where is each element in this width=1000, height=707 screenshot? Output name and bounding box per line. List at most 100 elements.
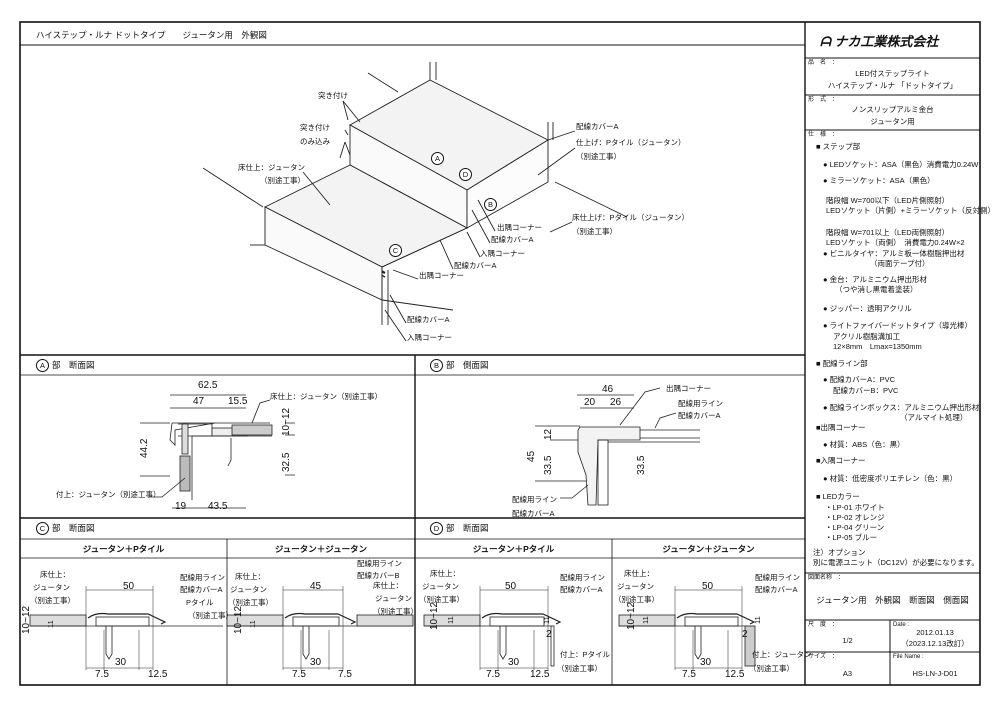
dim: 12.5	[725, 669, 745, 680]
label-line: 配線用ライン	[678, 399, 723, 408]
dim: 50	[123, 581, 135, 592]
dim: 7.5	[682, 669, 696, 680]
label-line: 配線用ライン	[180, 573, 225, 582]
label-riser: 付上：ジュータン（別途工事）	[56, 490, 161, 499]
label-floor: 床仕上：ジュータン（別途工事）	[270, 392, 382, 401]
spec-line: （アルマイト処理）	[900, 413, 968, 422]
dim: 62.5	[198, 380, 218, 391]
size-value: A3	[842, 669, 853, 678]
spec-line: 別に電源ユニット（DC12V）が必要になります。	[813, 558, 979, 567]
spec-line: ● ジッパー：透明アクリル	[823, 304, 912, 313]
type-value: ノンスリップアルミ金台	[851, 105, 934, 114]
dim: 11	[46, 620, 55, 628]
dimension-lines	[282, 586, 344, 670]
section-b-marker: B	[430, 359, 443, 372]
dim: 47	[193, 396, 205, 407]
label-floor: 床仕上：	[40, 570, 70, 579]
label-floor-finish: 床仕上：ジュータン	[238, 163, 305, 172]
spec-line: ● 材質：低密度ポリエチレン（色：黒）	[823, 474, 958, 483]
label-tuck: のみ込み	[300, 137, 330, 146]
label-finish: 付上：Pタイル	[560, 650, 611, 659]
label-cover: 配線カバーA	[678, 411, 721, 420]
spec-line: （両面テープ付）	[870, 259, 930, 268]
screw	[105, 626, 113, 660]
label-floor: 床仕上：	[624, 569, 654, 578]
product-name: LED付ステップライト	[855, 69, 930, 78]
label-ptile: Pタイル	[186, 598, 214, 607]
label-butt-2: 突き付け	[300, 123, 330, 132]
column-header: ジュータン＋Pタイル	[82, 544, 165, 554]
dim: 7.5	[338, 669, 352, 680]
section-c-title: 部 断面図	[52, 523, 95, 533]
label-line: 配線用ライン	[357, 559, 402, 568]
label-cover: 配線カバーA	[755, 585, 798, 594]
carpet-hatch	[29, 614, 87, 627]
dim: 50	[702, 581, 714, 592]
riser-finish	[744, 625, 756, 667]
label-floor: 床仕上：	[235, 572, 265, 581]
company-name: ナカ工業株式会社	[834, 34, 939, 49]
label-floor: （別途工事）	[373, 607, 418, 616]
label-cover-a-1: 配線カバーA	[491, 235, 534, 244]
label-cover: 配線カバーA	[512, 509, 555, 518]
label-floor: （別途工事）	[419, 595, 464, 604]
spec-line: ■入隅コーナー	[816, 456, 866, 465]
section-cd-drawings	[29, 586, 756, 670]
dim: 11	[248, 620, 257, 628]
spec-line: 注）オプション	[813, 548, 866, 557]
label-floor: ジュータン	[617, 582, 654, 591]
spec-line: ● 金台：アルミニウム押出形材	[823, 275, 928, 284]
logo-mark-icon: ᗩ	[820, 34, 835, 49]
drawing-name: ジュータン用 外観図 断面図 側面図	[816, 595, 969, 605]
screw	[499, 626, 507, 660]
screw	[302, 626, 310, 660]
section-d-marker: D	[430, 522, 443, 535]
spec-line: ● LEDソケット：ASA（黒色）消費電力0.24W	[823, 160, 979, 169]
profile-body	[489, 616, 545, 627]
label-floor-finish-note: （別途工事）	[260, 176, 305, 185]
profile-body	[292, 616, 340, 627]
column-header: ジュータン＋Pタイル	[472, 544, 555, 554]
file-label: File Name :	[893, 654, 924, 660]
company-logo: ᗩ ナカ工業株式会社	[820, 35, 938, 48]
dim: 10~12	[281, 407, 292, 436]
label-inner-corner-2: 入隅コーナー	[407, 333, 452, 342]
section-b-drawing	[535, 387, 700, 506]
spec-line: 階段幅 W=701以上（LED両側照射）	[826, 228, 950, 237]
label-floor: ジュータン	[422, 582, 459, 591]
spec-line: ■出隅コーナー	[816, 423, 866, 432]
dim: 10~12	[233, 605, 244, 634]
label-outer-corner-2: 出隅コーナー	[419, 271, 464, 280]
column-header: ジュータン＋ジュータン	[274, 544, 368, 554]
dim: 33.5	[543, 455, 554, 475]
label-floor: 床仕上：	[430, 569, 460, 578]
date-label: Date :	[893, 622, 910, 628]
dim: 45	[310, 581, 322, 592]
revised-date: （2023.12.13改訂）	[901, 639, 969, 648]
label-finish-note: （別途工事）	[557, 664, 602, 673]
spec-line: 配線カバーB：PVC	[833, 386, 899, 395]
label-floor: ジュータン	[33, 583, 70, 592]
dim: 44.2	[139, 438, 150, 458]
dim: 30	[310, 657, 322, 668]
riser-finish	[550, 625, 555, 667]
spec-line: ● ビニルタイヤ：アルミ板一体樹脂押出材	[823, 249, 965, 258]
label-floor: ジュータン	[230, 585, 267, 594]
dim: 11	[753, 616, 762, 624]
spec-line: ・LP-02 オレンジ	[825, 513, 885, 522]
size-label: サイズ ：	[808, 654, 838, 660]
spec-label: 仕 様 ：	[808, 132, 839, 138]
spec-line: （つや消し黒電着塗装）	[835, 285, 918, 294]
dim: 12	[543, 428, 554, 440]
label-outer-corner-1: 出隅コーナー	[497, 223, 542, 232]
label-ptile-note: （別途工事）	[188, 611, 233, 620]
carpet-hatch	[356, 614, 414, 627]
spec-line: 階段幅 W=700以下（LED片側照射）	[826, 196, 950, 205]
profile-cover	[676, 612, 756, 625]
spec-line: ・LP-01 ホワイト	[825, 503, 885, 512]
dim: 7.5	[292, 669, 306, 680]
dimension-lines	[674, 586, 743, 670]
label-line: 配線用ライン	[755, 573, 800, 582]
label-cover-a-3: 配線カバーA	[407, 315, 450, 324]
label-floor: （別途工事）	[30, 596, 75, 605]
